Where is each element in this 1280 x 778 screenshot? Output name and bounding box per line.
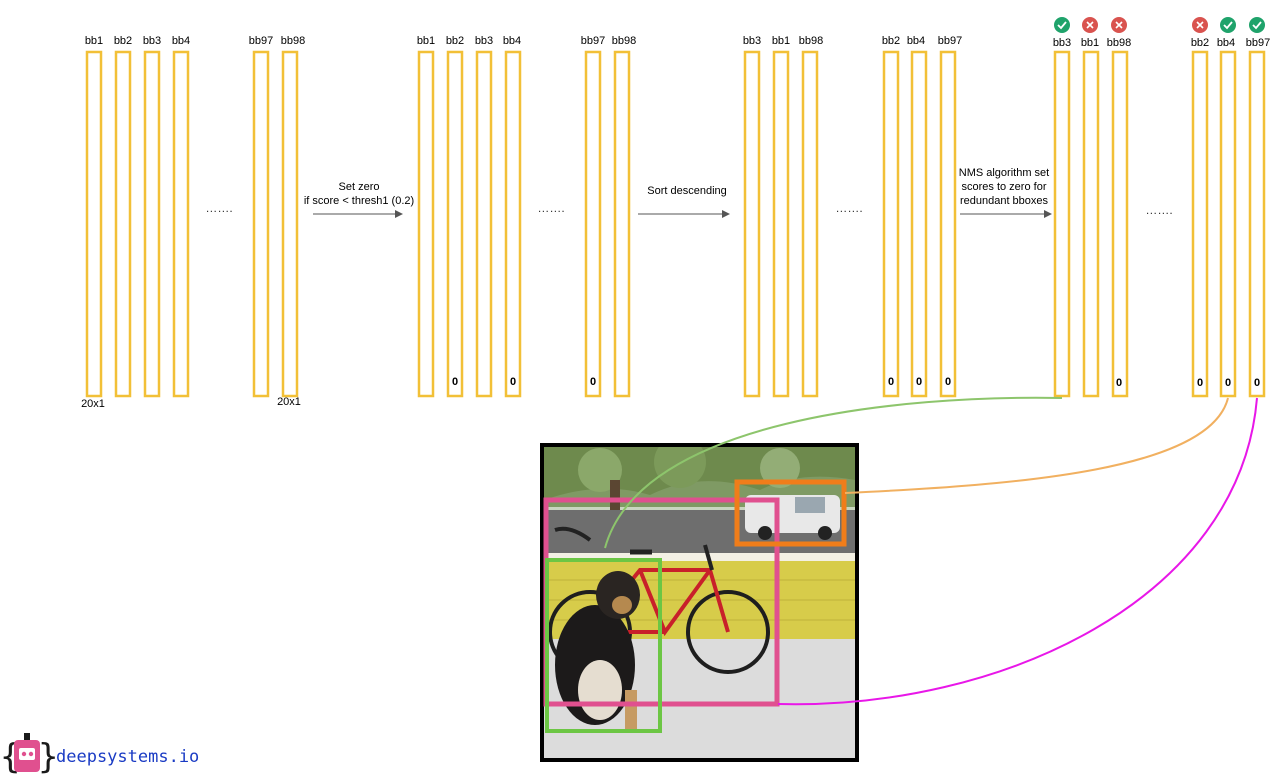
bar-label: bb1 [417,35,435,47]
bar-label: bb97 [249,35,273,47]
deepsystems-logo: { } deepsystems.io [0,733,199,777]
zero-score: 0 [510,376,516,388]
ellipsis: ……. [537,201,564,215]
bar-label: bb4 [907,35,925,47]
score-bar: bb4 0 [503,35,522,398]
bar-label: bb4 [1217,37,1235,49]
bar-label: bb98 [1107,37,1131,49]
step-label: scores to zero for [962,181,1047,193]
bar-label: bb3 [743,35,761,47]
discard-cross-icon [1111,17,1127,33]
score-bar: bb1 [85,35,103,398]
bars-group-thresholded: bb1 bb2 0 bb3 bb4 0 bb97 0 bb98 ……. [417,35,636,398]
score-bar: bb2 0 [446,35,464,398]
score-bar: bb3 [1053,37,1071,398]
zero-score: 0 [590,376,596,388]
bar-label: bb97 [1246,37,1270,49]
score-bar: bb3 [143,35,161,398]
ellipsis: ……. [205,201,232,215]
score-bar: bb4 0 [907,35,928,398]
score-bar: bb97 0 [581,35,605,398]
bar-label: bb97 [938,35,962,47]
step-label: redundant bboxes [960,195,1049,207]
robot-icon: { } [0,733,58,777]
bar-label: bb4 [503,35,521,47]
score-bar: bb3 [743,35,761,398]
zero-score: 0 [945,376,951,388]
zero-score: 0 [1254,377,1260,389]
score-bar: bb98 0 [1107,37,1131,398]
step-sort: Sort descending [638,185,730,218]
discard-cross-icon [1082,17,1098,33]
score-bar: bb98 [281,35,305,398]
bar-label: bb97 [581,35,605,47]
step-nms: NMS algorithm set scores to zero for red… [959,167,1052,218]
keep-check-icon [1220,17,1236,33]
zero-score: 0 [888,376,894,388]
detection-photo [540,443,859,762]
bar-label: bb2 [1191,37,1209,49]
bb97-to-bicycle-curve [777,397,1258,706]
bb3-to-dog-curve [604,396,1063,549]
step-label: if score < thresh1 (0.2) [304,195,414,207]
keep-check-icon [1054,17,1070,33]
step-label: NMS algorithm set [959,167,1049,179]
bar-label: bb1 [85,35,103,47]
score-bar: bb3 [475,35,493,398]
logo-text: deepsystems.io [56,747,199,767]
car-box [734,479,847,547]
bars-group-nms: bb3 bb1 bb98 0 bb2 0 bb4 0 bb97 0 ……. [1053,17,1270,398]
bb4-to-car-curve [844,397,1229,494]
score-bar: bb1 [772,35,790,398]
score-bar: bb97 0 [938,35,962,398]
zero-score: 0 [1225,377,1231,389]
ellipsis: ……. [1145,203,1172,217]
score-bar: bb4 [172,35,190,398]
score-bar: bb98 [799,35,823,398]
bar-label: bb98 [799,35,823,47]
score-bar: bb98 [612,35,636,398]
step-label: Sort descending [647,185,727,197]
bar-label: bb3 [1053,37,1071,49]
discard-cross-icon [1192,17,1208,33]
bar-label: bb4 [172,35,190,47]
vector-size-label: 20x1 [81,398,105,410]
score-bar: bb1 [1081,37,1100,398]
score-bar: bb97 0 [1246,37,1270,398]
bar-label: bb98 [281,35,305,47]
score-bar: bb4 0 [1217,37,1237,398]
ellipsis: ……. [835,201,862,215]
score-bar: bb2 [114,35,132,398]
bar-label: bb3 [475,35,493,47]
zero-score: 0 [916,376,922,388]
bar-label: bb1 [772,35,790,47]
score-bar: bb97 [249,35,273,398]
step-threshold: Set zero if score < thresh1 (0.2) [304,181,414,218]
score-bar: bb1 [417,35,435,398]
zero-score: 0 [1197,377,1203,389]
keep-check-icon [1249,17,1265,33]
bar-label: bb1 [1081,37,1099,49]
bars-group-sorted: bb3 bb1 bb98 bb2 0 bb4 0 bb97 0 ……. [743,35,962,398]
zero-score: 0 [1116,377,1122,389]
score-bar: bb2 0 [1191,37,1209,398]
score-bar: bb2 0 [882,35,900,398]
bar-label: bb98 [612,35,636,47]
bar-label: bb2 [114,35,132,47]
vector-size-label: 20x1 [277,396,301,408]
svg-text:}: } [38,737,58,777]
bar-label: bb3 [143,35,161,47]
step-label: Set zero [339,181,380,193]
bar-label: bb2 [446,35,464,47]
zero-score: 0 [452,376,458,388]
dog-box [545,558,662,733]
bar-label: bb2 [882,35,900,47]
bars-group-original: bb1 bb2 bb3 bb4 bb97 bb98 20x1 20x1 ……. [81,35,305,410]
